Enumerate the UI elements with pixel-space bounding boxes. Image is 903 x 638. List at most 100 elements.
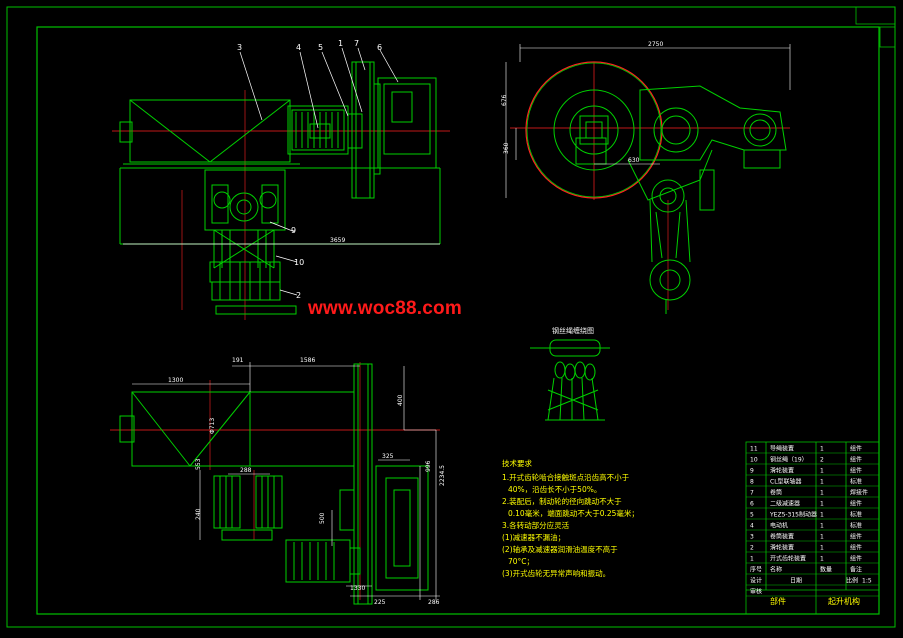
table-row-cell: 1 — [820, 490, 824, 497]
table-row-cell: 组件 — [850, 555, 862, 563]
tech-note-line: 3.各转动部分应灵活 — [502, 520, 570, 530]
dimension-191: 191 — [232, 357, 244, 364]
table-row-cell: 卷筒 — [770, 489, 782, 497]
tech-note-line: 1.开式齿轮啮合接触斑点沿齿高不小于 — [502, 472, 630, 482]
table-row-cell: 1 — [820, 479, 824, 486]
table-title-cell: 设计 — [750, 577, 762, 585]
table-row-cell: 卷筒装置 — [770, 533, 794, 541]
table-row-cell: 1 — [820, 468, 824, 475]
table-row-cell: 组件 — [850, 544, 862, 552]
tech-note-line: 2.装配后，制动轮的径向跳动不大于 — [502, 496, 622, 506]
table-row-cell: 组件 — [850, 500, 862, 508]
dimension-996: 996 — [425, 460, 432, 472]
top-left-view — [112, 47, 450, 320]
dimension-360: 360 — [503, 142, 510, 154]
dimension-288: 288 — [240, 467, 252, 474]
table-row-cell: 开式齿轮装置 — [770, 555, 806, 563]
table-row-cell: 1 — [750, 556, 754, 563]
watermark-text: www.woc88.com — [308, 298, 462, 319]
part-label-1: 1 — [338, 39, 343, 48]
table-row-cell: 2 — [820, 457, 824, 464]
table-header-cell: 名称 — [770, 566, 782, 574]
dimension-500: 500 — [319, 512, 326, 524]
dimension-2750: 2750 — [648, 41, 663, 48]
top-right-view — [505, 44, 791, 314]
table-row-cell: 9 — [750, 468, 754, 475]
detail-title: 钢丝绳缠绕图 — [552, 326, 594, 335]
table-row-cell: 1 — [820, 534, 824, 541]
table-row-cell: 6 — [750, 501, 754, 508]
table-row-cell: 10 — [750, 457, 758, 464]
table-row-cell: 组件 — [850, 467, 862, 475]
table-row-cell: CL型联轴器 — [770, 478, 802, 486]
tech-note-line: 40%，沿齿长不小于50%。 — [508, 484, 601, 494]
tech-note-line: (3)开式齿轮无异常声响和振动。 — [502, 568, 610, 578]
part-label-6: 6 — [377, 43, 382, 52]
drawing-frame — [6, 6, 896, 628]
dimension-225: 225 — [374, 599, 386, 606]
part-label-9: 9 — [291, 226, 296, 235]
table-header-cell: 数量 — [820, 566, 832, 574]
part-label-7: 7 — [354, 39, 359, 48]
dimension-2234-5: 2234.5 — [439, 465, 446, 486]
dimension-286: 286 — [428, 599, 440, 606]
table-row-cell: 3 — [750, 534, 754, 541]
part-label-10: 10 — [294, 258, 304, 267]
table-row-cell: 导绳装置 — [770, 445, 794, 453]
table-row-cell: 1 — [820, 446, 824, 453]
dimension-1586: 1586 — [300, 357, 315, 364]
technical-notes: 技术要求 1.开式齿轮啮合接触斑点沿齿高不小于 40%，沿齿长不小于50%。 2… — [502, 458, 639, 578]
dimension-1300: 1300 — [168, 377, 183, 384]
table-row-cell: 2 — [750, 545, 754, 552]
table-row-cell: 滑轮装置 — [770, 544, 794, 552]
tech-note-line: 0.10毫米，端面跳动不大于0.25毫米； — [508, 508, 639, 518]
dimension-553: 553 — [195, 458, 202, 470]
table-row-cell: 8 — [750, 479, 754, 486]
bottom-view — [110, 362, 440, 605]
dimension-400: 400 — [397, 394, 404, 406]
table-row-cell: 4 — [750, 523, 754, 530]
table-part-type: 部件 — [770, 596, 786, 606]
table-row-cell: 标准 — [850, 511, 862, 519]
tech-note-line: (1)减速器不漏油； — [502, 532, 565, 542]
table-row-cell: 电动机 — [770, 522, 788, 530]
table-title-cell: 比例 — [846, 577, 858, 585]
table-row-cell: 1 — [820, 545, 824, 552]
part-label-2: 2 — [296, 291, 301, 300]
table-title-cell: 1:5 — [862, 578, 872, 585]
table-row-cell: 二级减速器 — [770, 500, 800, 508]
table-row-cell: 11 — [750, 446, 758, 453]
table-row-cell: 1 — [820, 523, 824, 530]
part-label-5: 5 — [318, 43, 323, 52]
table-row-cell: 标准 — [850, 522, 862, 530]
table-row-cell: 标准 — [850, 478, 862, 486]
table-row-cell: 1 — [820, 501, 824, 508]
table-title-cell: 审核 — [750, 588, 762, 596]
tech-note-line: 70°C； — [508, 557, 534, 566]
dimension-676: 676 — [501, 94, 508, 106]
table-row-cell: 组件 — [850, 533, 862, 541]
table-row-cell: 焊接件 — [850, 489, 868, 497]
table-drawing-title: 起升机构 — [828, 596, 860, 606]
table-title-cell: 日期 — [790, 577, 802, 585]
table-row-cell: 1 — [820, 556, 824, 563]
tech-note-line: (2)轴承及减速器润滑油温度不高于 — [502, 544, 618, 554]
dimension-325: 325 — [382, 453, 394, 460]
table-header-cell: 序号 — [750, 566, 762, 574]
dimension-240: 240 — [195, 508, 202, 520]
table-row-cell: 5 — [750, 512, 754, 519]
table-row-cell: 钢丝绳（19） — [770, 456, 808, 464]
part-label-4: 4 — [296, 43, 301, 52]
dimension-3659: 3659 — [330, 237, 345, 244]
dimension-phi713: Φ713 — [209, 418, 216, 434]
rope-winding-detail — [530, 339, 610, 421]
table-row-cell: 滑轮装置 — [770, 467, 794, 475]
table-row-cell: 组件 — [850, 445, 862, 453]
part-label-3: 3 — [237, 43, 242, 52]
table-row-cell: 7 — [750, 490, 754, 497]
table-row-cell: YEZ5-315制动器 — [769, 511, 817, 519]
table-row-cell: 组件 — [850, 456, 862, 464]
